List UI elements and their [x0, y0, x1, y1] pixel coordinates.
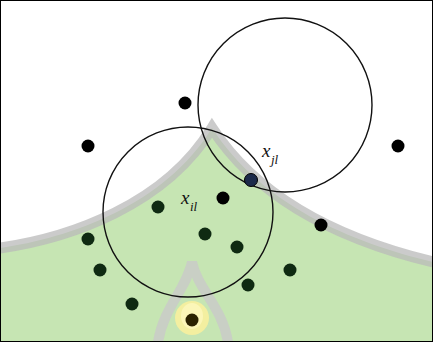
point	[242, 279, 255, 292]
point	[152, 201, 165, 214]
point	[94, 264, 107, 277]
yellow-halo	[175, 301, 209, 335]
green-region	[0, 128, 433, 342]
point	[392, 140, 405, 153]
variable-symbol: x	[262, 141, 270, 160]
points	[82, 97, 405, 327]
point	[186, 314, 199, 327]
query-point	[245, 174, 258, 187]
inner-arch	[158, 262, 228, 342]
neighbourhood-circle	[103, 127, 273, 297]
point	[179, 97, 192, 110]
point	[315, 219, 328, 232]
variable-symbol: x	[181, 188, 189, 207]
point	[284, 264, 297, 277]
yellow-core	[181, 303, 203, 329]
neighbourhood-circle	[198, 18, 372, 192]
subscript-index: il	[190, 200, 197, 213]
point	[82, 140, 95, 153]
point	[126, 298, 139, 311]
subscript-index: jl	[271, 153, 278, 166]
point	[217, 192, 230, 205]
point	[82, 233, 95, 246]
region-outline	[0, 128, 433, 262]
point	[199, 228, 212, 241]
point	[231, 241, 244, 254]
